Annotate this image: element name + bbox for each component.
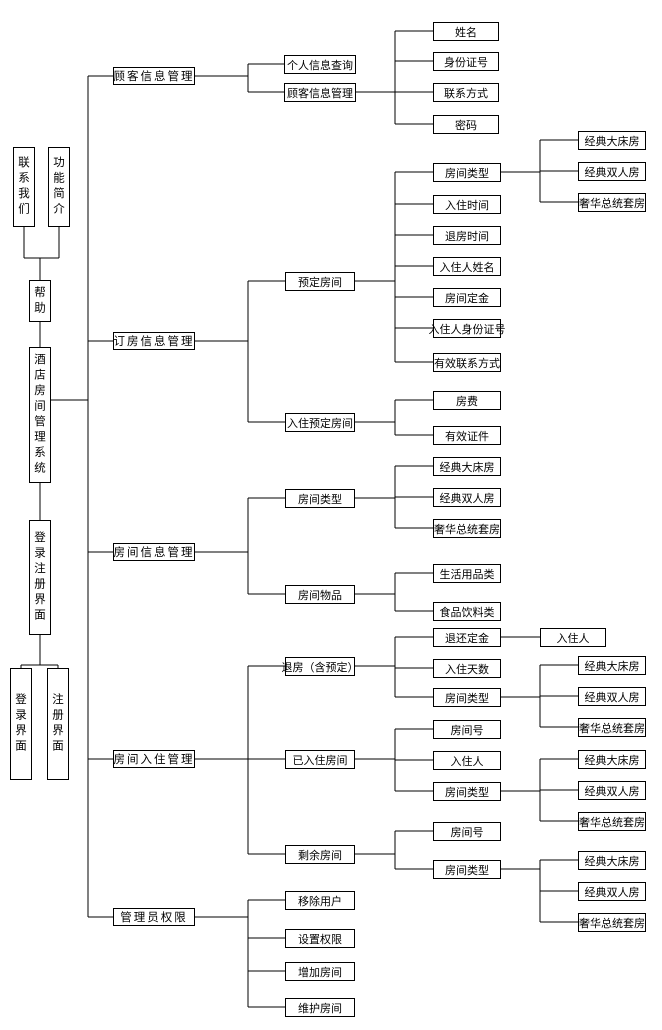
node-guest-id: 入住人身份证号 [429, 319, 506, 338]
node-room-type-1: 房间类型 [433, 163, 501, 182]
node-login-register: 登录注册界面 [29, 520, 51, 635]
node-suite-1: 奢华总统套房 [578, 193, 646, 212]
node-daily-items: 生活用品类 [433, 564, 501, 583]
node-help: 帮助 [29, 280, 51, 322]
node-register: 注册界面 [47, 668, 69, 780]
node-twin-1: 经典双人房 [578, 162, 646, 181]
node-twin-5: 经典双人房 [578, 882, 646, 901]
node-suite-4: 奢华总统套房 [578, 812, 646, 831]
node-intro: 功能简介 [48, 147, 70, 227]
node-room-info-mgmt: 房间信息管理 [113, 543, 195, 561]
node-checkin-time: 入住时间 [433, 195, 501, 214]
node-checkin-mgmt: 房间入住管理 [113, 750, 195, 768]
node-king-3: 经典大床房 [578, 656, 646, 675]
node-booking-mgmt: 订房信息管理 [113, 332, 195, 350]
node-room-type-4: 房间类型 [433, 782, 501, 801]
node-occupant-1: 入住人 [540, 628, 606, 647]
node-remove-user: 移除用户 [285, 891, 355, 910]
node-login: 登录界面 [10, 668, 32, 780]
node-admin: 管理员权限 [113, 908, 195, 926]
node-king-5: 经典大床房 [578, 851, 646, 870]
node-contact-method: 联系方式 [433, 83, 499, 102]
node-room-no-1: 房间号 [433, 720, 501, 739]
node-twin-2: 经典双人房 [433, 488, 501, 507]
node-contact: 联系我们 [13, 147, 35, 227]
node-password: 密码 [433, 115, 499, 134]
node-refund-deposit: 退还定金 [433, 628, 501, 647]
node-set-perm: 设置权限 [285, 929, 355, 948]
node-checkout-time: 退房时间 [433, 226, 501, 245]
node-id-number: 身份证号 [433, 52, 499, 71]
node-twin-4: 经典双人房 [578, 781, 646, 800]
node-king-1: 经典大床房 [578, 131, 646, 150]
node-twin-3: 经典双人房 [578, 687, 646, 706]
node-suite-5: 奢华总统套房 [578, 913, 646, 932]
node-room-fee: 房费 [433, 391, 501, 410]
node-stay-days: 入住天数 [433, 659, 501, 678]
node-add-room: 增加房间 [285, 962, 355, 981]
node-personal-query: 个人信息查询 [284, 55, 356, 74]
node-room-type-2: 房间类型 [285, 489, 355, 508]
node-food-drinks: 食品饮料类 [433, 602, 501, 621]
node-reserve-room: 预定房间 [285, 272, 355, 291]
node-room-no-2: 房间号 [433, 822, 501, 841]
node-vacant: 剩余房间 [285, 845, 355, 864]
node-king-4: 经典大床房 [578, 750, 646, 769]
node-room-items: 房间物品 [285, 585, 355, 604]
node-checkin-reserved: 入住预定房间 [285, 413, 355, 432]
node-room-type-5: 房间类型 [433, 860, 501, 879]
node-suite-3: 奢华总统套房 [578, 718, 646, 737]
node-deposit: 房间定金 [433, 288, 501, 307]
node-valid-doc: 有效证件 [433, 426, 501, 445]
node-guest-name: 入住人姓名 [433, 257, 501, 276]
node-suite-2: 奢华总统套房 [433, 519, 501, 538]
node-checkout: 退房（含预定） [282, 657, 359, 676]
node-customer-mgmt: 顾客信息管理 [113, 67, 195, 85]
node-king-2: 经典大床房 [433, 457, 501, 476]
node-occupant-2: 入住人 [433, 751, 501, 770]
node-room-type-3: 房间类型 [433, 688, 501, 707]
node-name: 姓名 [433, 22, 499, 41]
node-valid-contact: 有效联系方式 [433, 353, 501, 372]
node-customer-info-mgmt: 顾客信息管理 [284, 83, 356, 102]
node-occupied: 已入住房间 [285, 750, 355, 769]
node-maintain-room: 维护房间 [285, 998, 355, 1017]
node-system: 酒店房间管理系统 [29, 347, 51, 483]
